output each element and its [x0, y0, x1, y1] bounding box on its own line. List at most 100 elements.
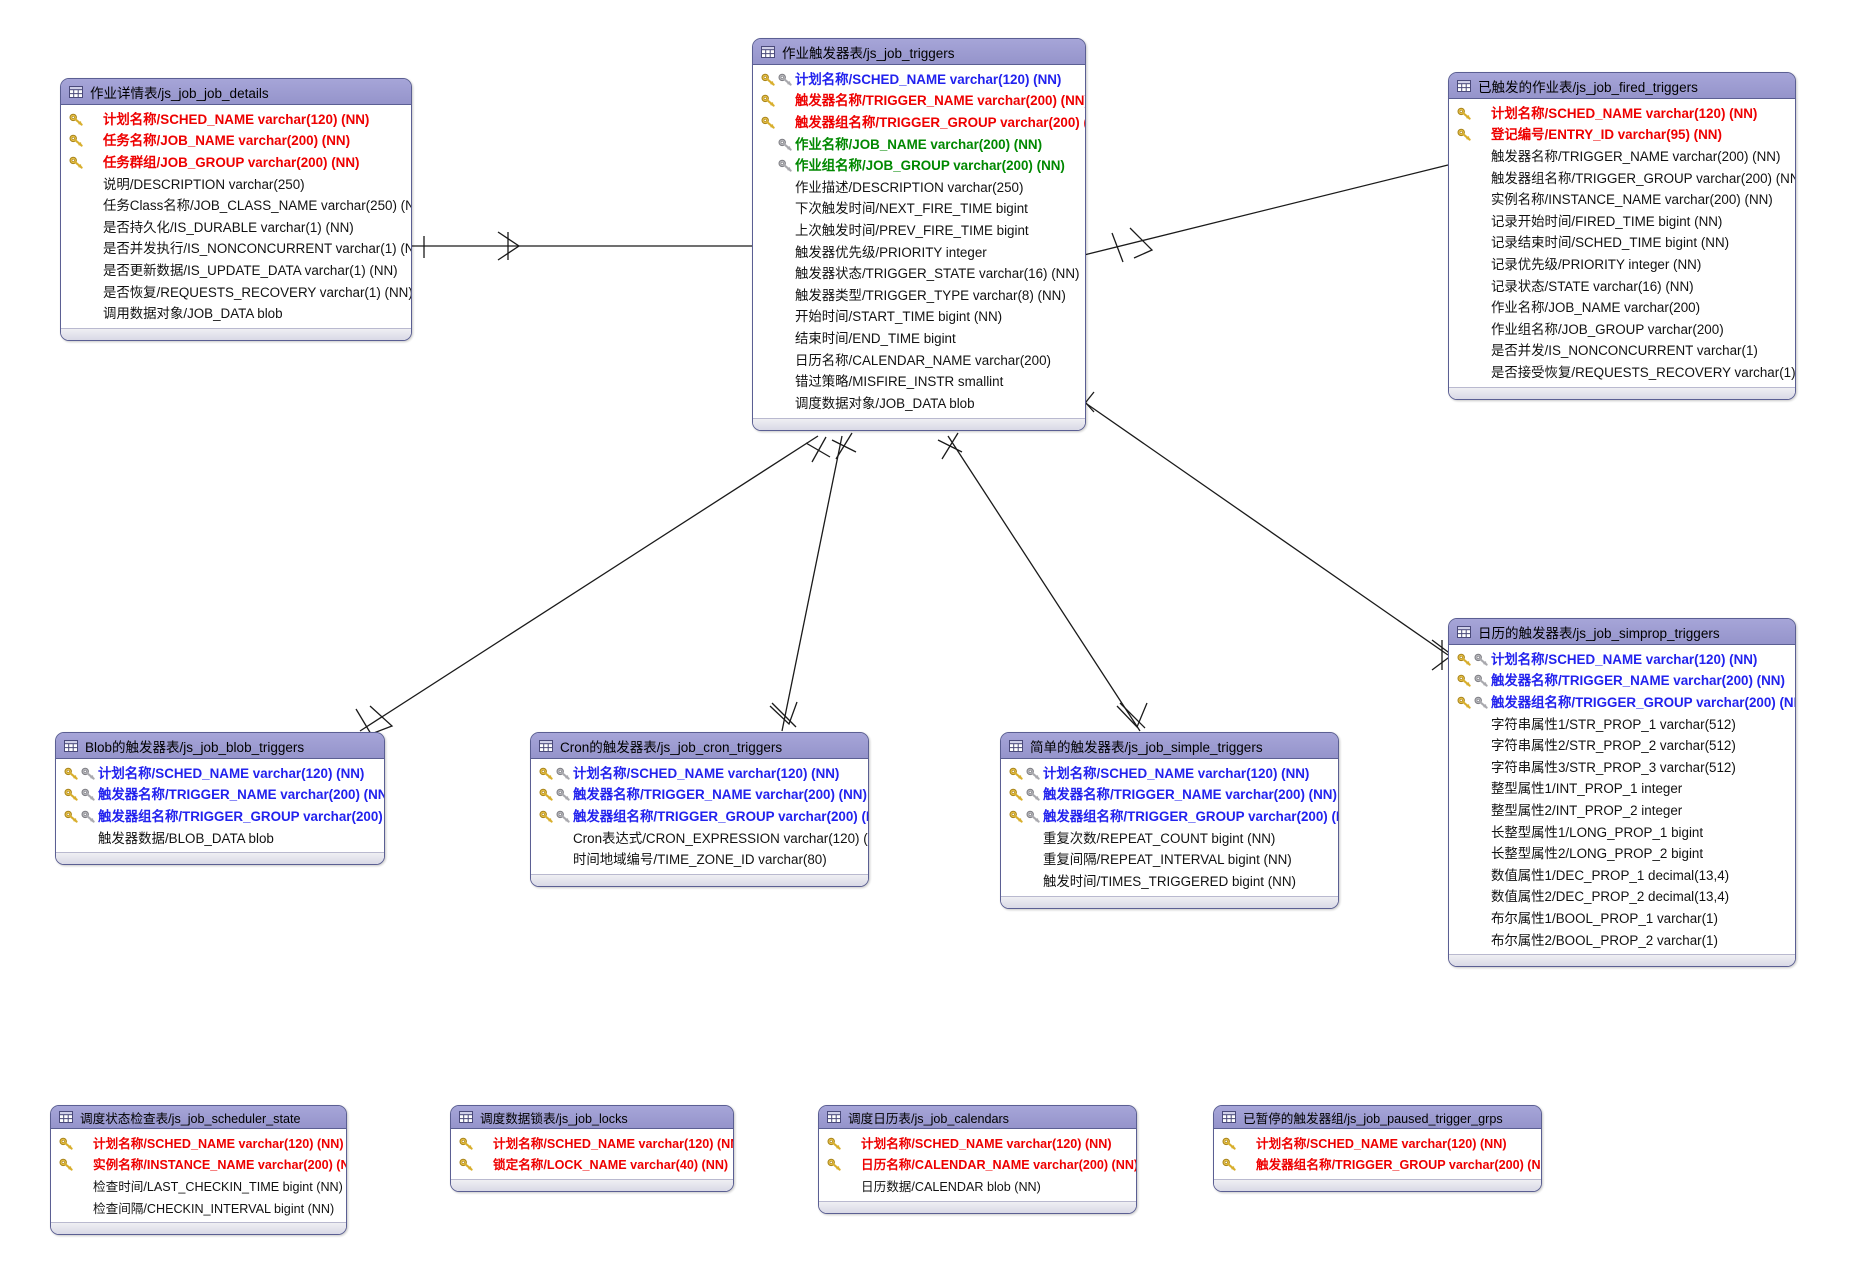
table-header-scheduler_state[interactable]: 调度状态检查表/js_job_scheduler_state — [51, 1106, 346, 1129]
table-field-row[interactable]: 计划名称/SCHED_NAME varchar(120) (NN) — [1449, 103, 1795, 125]
table-field-row[interactable]: 任务Class名称/JOB_CLASS_NAME varchar(250) (N… — [61, 195, 411, 217]
table-field-row[interactable]: 作业名称/JOB_NAME varchar(200) — [1449, 297, 1795, 319]
table-field-row[interactable]: 触发器组名称/TRIGGER_GROUP varchar(200) (NN) — [1449, 168, 1795, 190]
table-field-row[interactable]: 长整型属性1/LONG_PROP_1 bigint — [1449, 822, 1795, 844]
entity-table-cron_triggers[interactable]: Cron的触发器表/js_job_cron_triggers 计划名称/SCHED… — [530, 732, 869, 887]
table-field-row[interactable]: 错过策略/MISFIRE_INSTR smallint — [753, 371, 1085, 393]
table-field-row[interactable]: 数值属性2/DEC_PROP_2 decimal(13,4) — [1449, 887, 1795, 909]
table-field-row[interactable]: 说明/DESCRIPTION varchar(250) — [61, 174, 411, 196]
table-field-row[interactable]: 开始时间/START_TIME bigint (NN) — [753, 307, 1085, 329]
table-field-row[interactable]: 是否更新数据/IS_UPDATE_DATA varchar(1) (NN) — [61, 260, 411, 282]
table-field-row[interactable]: 是否并发/IS_NONCONCURRENT varchar(1) — [1449, 341, 1795, 363]
table-field-row[interactable]: 计划名称/SCHED_NAME varchar(120) (NN) — [1449, 649, 1795, 671]
table-field-row[interactable]: 计划名称/SCHED_NAME varchar(120) (NN) — [51, 1133, 346, 1155]
table-field-row[interactable]: 数值属性1/DEC_PROP_1 decimal(13,4) — [1449, 865, 1795, 887]
table-header-simprop_triggers[interactable]: 日历的触发器表/js_job_simprop_triggers — [1449, 619, 1795, 645]
table-field-row[interactable]: 日历名称/CALENDAR_NAME varchar(200) — [753, 350, 1085, 372]
table-field-row[interactable]: 日历名称/CALENDAR_NAME varchar(200) (NN) — [819, 1155, 1136, 1177]
table-field-row[interactable]: 布尔属性1/BOOL_PROP_1 varchar(1) — [1449, 908, 1795, 930]
entity-table-calendars[interactable]: 调度日历表/js_job_calendars 计划名称/SCHED_NAME va… — [818, 1105, 1137, 1214]
table-field-row[interactable]: 重复间隔/REPEAT_INTERVAL bigint (NN) — [1001, 849, 1338, 871]
table-field-row[interactable]: 计划名称/SCHED_NAME varchar(120) (NN) — [1001, 763, 1338, 785]
table-field-row[interactable]: 作业组名称/JOB_GROUP varchar(200) — [1449, 319, 1795, 341]
table-field-row[interactable]: 作业组名称/JOB_GROUP varchar(200) (NN) — [753, 155, 1085, 177]
table-field-row[interactable]: 时间地域编号/TIME_ZONE_ID varchar(80) — [531, 849, 868, 871]
table-field-row[interactable]: 字符串属性1/STR_PROP_1 varchar(512) — [1449, 714, 1795, 736]
table-field-row[interactable]: 记录优先级/PRIORITY integer (NN) — [1449, 254, 1795, 276]
table-field-row[interactable]: Cron表达式/CRON_EXPRESSION varchar(120) (NN… — [531, 828, 868, 850]
table-field-row[interactable]: 触发器组名称/TRIGGER_GROUP varchar(200) (NN) — [1449, 692, 1795, 714]
table-field-row[interactable]: 计划名称/SCHED_NAME varchar(120) (NN) — [819, 1133, 1136, 1155]
table-field-row[interactable]: 触发器组名称/TRIGGER_GROUP varchar(200) (NN) — [1001, 806, 1338, 828]
entity-table-job_triggers[interactable]: 作业触发器表/js_job_triggers 计划名称/SCHED_NAME va… — [752, 38, 1086, 431]
table-field-row[interactable]: 计划名称/SCHED_NAME varchar(120) (NN) — [451, 1133, 733, 1155]
table-field-row[interactable]: 记录结束时间/SCHED_TIME bigint (NN) — [1449, 233, 1795, 255]
entity-table-blob_triggers[interactable]: Blob的触发器表/js_job_blob_triggers 计划名称/SCHED… — [55, 732, 385, 866]
table-field-row[interactable]: 计划名称/SCHED_NAME varchar(120) (NN) — [1214, 1133, 1541, 1155]
table-field-row[interactable]: 计划名称/SCHED_NAME varchar(120) (NN) — [753, 69, 1085, 91]
table-header-job_triggers[interactable]: 作业触发器表/js_job_triggers — [753, 39, 1085, 65]
table-field-row[interactable]: 字符串属性3/STR_PROP_3 varchar(512) — [1449, 757, 1795, 779]
table-field-row[interactable]: 触发器名称/TRIGGER_NAME varchar(200) (NN) — [1449, 671, 1795, 693]
table-field-row[interactable]: 记录状态/STATE varchar(16) (NN) — [1449, 276, 1795, 298]
table-field-row[interactable]: 触发器名称/TRIGGER_NAME varchar(200) (NN) — [1449, 146, 1795, 168]
table-field-row[interactable]: 计划名称/SCHED_NAME varchar(120) (NN) — [531, 763, 868, 785]
table-field-row[interactable]: 检查间隔/CHECKIN_INTERVAL bigint (NN) — [51, 1198, 346, 1220]
entity-table-simple_triggers[interactable]: 简单的触发器表/js_job_simple_triggers 计划名称/SCHED… — [1000, 732, 1339, 909]
table-header-job_details[interactable]: 作业详情表/js_job_job_details — [61, 79, 411, 105]
table-field-row[interactable]: 触发器数据/BLOB_DATA blob — [56, 828, 384, 850]
entity-table-fired_triggers[interactable]: 已触发的作业表/js_job_fired_triggers 计划名称/SCHED_… — [1448, 72, 1796, 400]
table-field-row[interactable]: 登记编号/ENTRY_ID varchar(95) (NN) — [1449, 125, 1795, 147]
table-field-row[interactable]: 下次触发时间/NEXT_FIRE_TIME bigint — [753, 199, 1085, 221]
table-field-row[interactable]: 调度数据对象/JOB_DATA blob — [753, 393, 1085, 415]
table-field-row[interactable]: 记录开始时间/FIRED_TIME bigint (NN) — [1449, 211, 1795, 233]
table-field-row[interactable]: 是否持久化/IS_DURABLE varchar(1) (NN) — [61, 217, 411, 239]
table-field-row[interactable]: 触发器名称/TRIGGER_NAME varchar(200) (NN) — [753, 91, 1085, 113]
table-field-row[interactable]: 触发器优先级/PRIORITY integer — [753, 242, 1085, 264]
entity-table-scheduler_state[interactable]: 调度状态检查表/js_job_scheduler_state 计划名称/SCHED… — [50, 1105, 347, 1236]
table-field-row[interactable]: 上次触发时间/PREV_FIRE_TIME bigint — [753, 220, 1085, 242]
table-field-row[interactable]: 调用数据对象/JOB_DATA blob — [61, 303, 411, 325]
table-field-row[interactable]: 触发器组名称/TRIGGER_GROUP varchar(200) (NN) — [1214, 1155, 1541, 1177]
table-field-row[interactable]: 长整型属性2/LONG_PROP_2 bigint — [1449, 843, 1795, 865]
table-field-row[interactable]: 是否恢复/REQUESTS_RECOVERY varchar(1) (NN) — [61, 282, 411, 304]
table-header-calendars[interactable]: 调度日历表/js_job_calendars — [819, 1106, 1136, 1129]
table-field-row[interactable]: 计划名称/SCHED_NAME varchar(120) (NN) — [61, 109, 411, 131]
table-field-row[interactable]: 触发时间/TIMES_TRIGGERED bigint (NN) — [1001, 871, 1338, 893]
table-field-row[interactable]: 日历数据/CALENDAR blob (NN) — [819, 1176, 1136, 1198]
table-field-row[interactable]: 触发器名称/TRIGGER_NAME varchar(200) (NN) — [1001, 785, 1338, 807]
table-field-row[interactable]: 触发器类型/TRIGGER_TYPE varchar(8) (NN) — [753, 285, 1085, 307]
table-field-row[interactable]: 实例名称/INSTANCE_NAME varchar(200) (NN) — [51, 1155, 346, 1177]
table-field-row[interactable]: 触发器组名称/TRIGGER_GROUP varchar(200) (NN) — [753, 112, 1085, 134]
table-field-row[interactable]: 触发器状态/TRIGGER_STATE varchar(16) (NN) — [753, 263, 1085, 285]
table-header-cron_triggers[interactable]: Cron的触发器表/js_job_cron_triggers — [531, 733, 868, 759]
table-field-row[interactable]: 锁定名称/LOCK_NAME varchar(40) (NN) — [451, 1155, 733, 1177]
table-field-row[interactable]: 触发器名称/TRIGGER_NAME varchar(200) (NN) — [531, 785, 868, 807]
table-field-row[interactable]: 检查时间/LAST_CHECKIN_TIME bigint (NN) — [51, 1176, 346, 1198]
table-field-row[interactable]: 触发器名称/TRIGGER_NAME varchar(200) (NN) — [56, 785, 384, 807]
table-header-blob_triggers[interactable]: Blob的触发器表/js_job_blob_triggers — [56, 733, 384, 759]
table-field-row[interactable]: 实例名称/INSTANCE_NAME varchar(200) (NN) — [1449, 189, 1795, 211]
table-field-row[interactable]: 触发器组名称/TRIGGER_GROUP varchar(200) (NN) — [531, 806, 868, 828]
table-field-row[interactable]: 计划名称/SCHED_NAME varchar(120) (NN) — [56, 763, 384, 785]
table-header-paused_trigger_grps[interactable]: 已暂停的触发器组/js_job_paused_trigger_grps — [1214, 1106, 1541, 1129]
table-field-row[interactable]: 结束时间/END_TIME bigint — [753, 328, 1085, 350]
table-field-row[interactable]: 布尔属性2/BOOL_PROP_2 varchar(1) — [1449, 930, 1795, 952]
entity-table-paused_trigger_grps[interactable]: 已暂停的触发器组/js_job_paused_trigger_grps 计划名称/… — [1213, 1105, 1542, 1193]
table-field-row[interactable]: 重复次数/REPEAT_COUNT bigint (NN) — [1001, 828, 1338, 850]
table-field-row[interactable]: 整型属性2/INT_PROP_2 integer — [1449, 800, 1795, 822]
table-field-row[interactable]: 作业名称/JOB_NAME varchar(200) (NN) — [753, 134, 1085, 156]
entity-table-simprop_triggers[interactable]: 日历的触发器表/js_job_simprop_triggers 计划名称/SCHE… — [1448, 618, 1796, 968]
table-field-row[interactable]: 是否接受恢复/REQUESTS_RECOVERY varchar(1) — [1449, 362, 1795, 384]
table-field-row[interactable]: 作业描述/DESCRIPTION varchar(250) — [753, 177, 1085, 199]
entity-table-job_details[interactable]: 作业详情表/js_job_job_details 计划名称/SCHED_NAME … — [60, 78, 412, 341]
table-field-row[interactable]: 是否并发执行/IS_NONCONCURRENT varchar(1) (NN) — [61, 239, 411, 261]
table-header-simple_triggers[interactable]: 简单的触发器表/js_job_simple_triggers — [1001, 733, 1338, 759]
table-field-row[interactable]: 任务群组/JOB_GROUP varchar(200) (NN) — [61, 152, 411, 174]
table-header-locks[interactable]: 调度数据锁表/js_job_locks — [451, 1106, 733, 1129]
table-field-row[interactable]: 字符串属性2/STR_PROP_2 varchar(512) — [1449, 735, 1795, 757]
entity-table-locks[interactable]: 调度数据锁表/js_job_locks 计划名称/SCHED_NAME varch… — [450, 1105, 734, 1193]
table-field-row[interactable]: 触发器组名称/TRIGGER_GROUP varchar(200) (NN) — [56, 806, 384, 828]
table-field-row[interactable]: 整型属性1/INT_PROP_1 integer — [1449, 779, 1795, 801]
table-header-fired_triggers[interactable]: 已触发的作业表/js_job_fired_triggers — [1449, 73, 1795, 99]
